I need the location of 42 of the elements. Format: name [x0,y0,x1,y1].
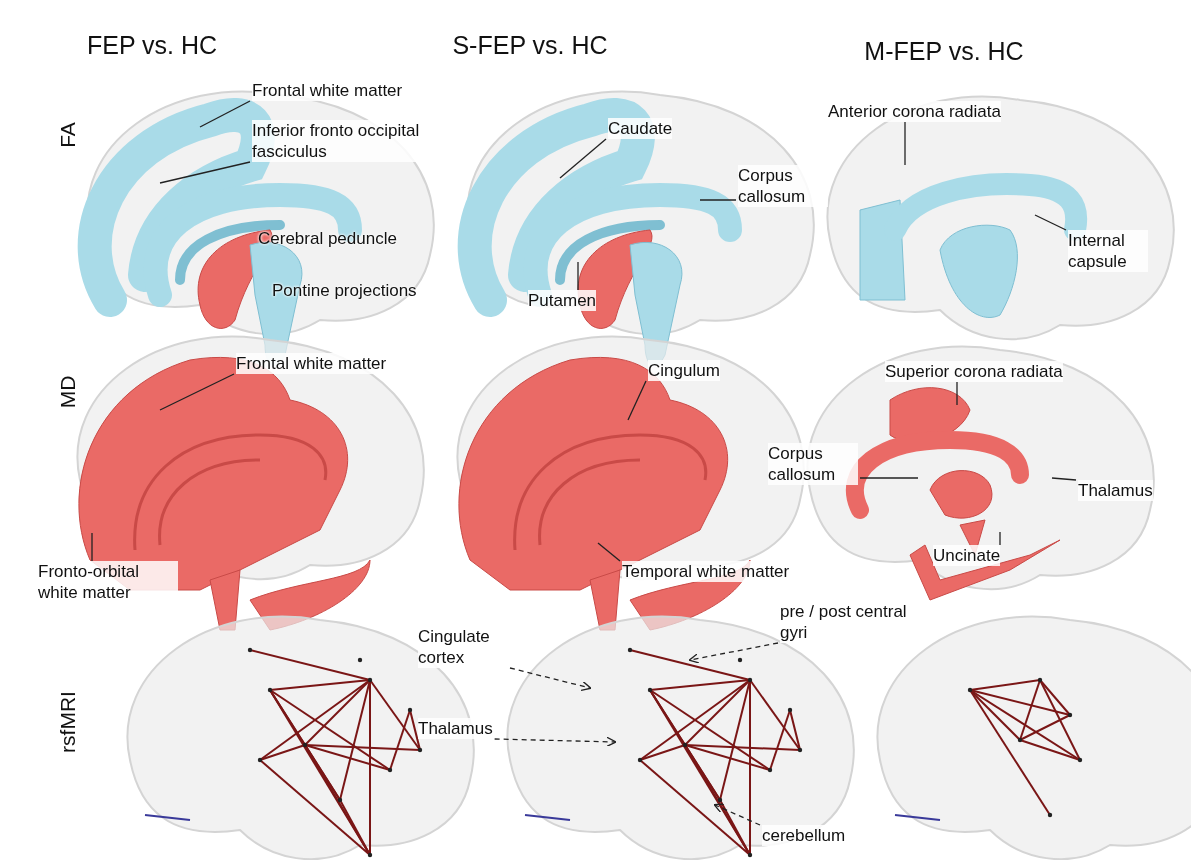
leader-line [627,380,647,421]
leader-line [956,381,958,406]
structure-label: Corpus callosum [738,165,828,207]
dashed-leader-arrow [713,803,761,826]
dashed-leader-arrow [494,736,617,747]
structure-label: Corpus callosum [768,443,858,485]
leader-line [159,373,235,411]
structure-label: Uncinate [933,545,1001,566]
leader-line [859,477,919,479]
leader-line [159,161,251,184]
dashed-leader-arrow [509,667,592,692]
structure-label: Cerebral peduncle [258,228,397,249]
structure-label: Internal capsule [1068,230,1148,272]
structure-label: Thalamus [1078,480,1153,501]
structure-label: Anterior corona radiata [828,101,1001,122]
leader-line [1034,214,1067,231]
row-label: rsfMRI [56,691,80,753]
structure-label: Pontine projections [272,280,417,301]
structure-label: Superior corona radiata [885,361,1063,382]
structure-label: Caudate [608,118,673,139]
column-heading: S-FEP vs. HC [452,30,608,60]
leader-line [559,138,607,179]
structure-label: cerebellum [762,825,846,846]
leader-line [1051,477,1077,481]
column-heading: M-FEP vs. HC [864,36,1024,66]
leader-line [199,100,251,128]
row-label: FA [56,122,80,148]
leader-line [999,531,1001,546]
structure-label: Frontal white matter [236,353,387,374]
structure-label: Inferior fronto occipital fasciculus [252,120,422,162]
leader-line [577,261,579,291]
leader-line [699,199,737,201]
structure-label: Putamen [528,290,597,311]
row-label: MD [56,375,80,409]
leader-line [904,121,906,166]
structure-label: Temporal white matter [622,561,790,582]
dashed-leader-arrow [688,642,779,664]
leader-line [91,532,93,562]
column-heading: FEP vs. HC [86,30,218,60]
structure-label: Cingulum [648,360,720,381]
structure-label: Thalamus [418,718,493,739]
leader-line [597,542,621,562]
